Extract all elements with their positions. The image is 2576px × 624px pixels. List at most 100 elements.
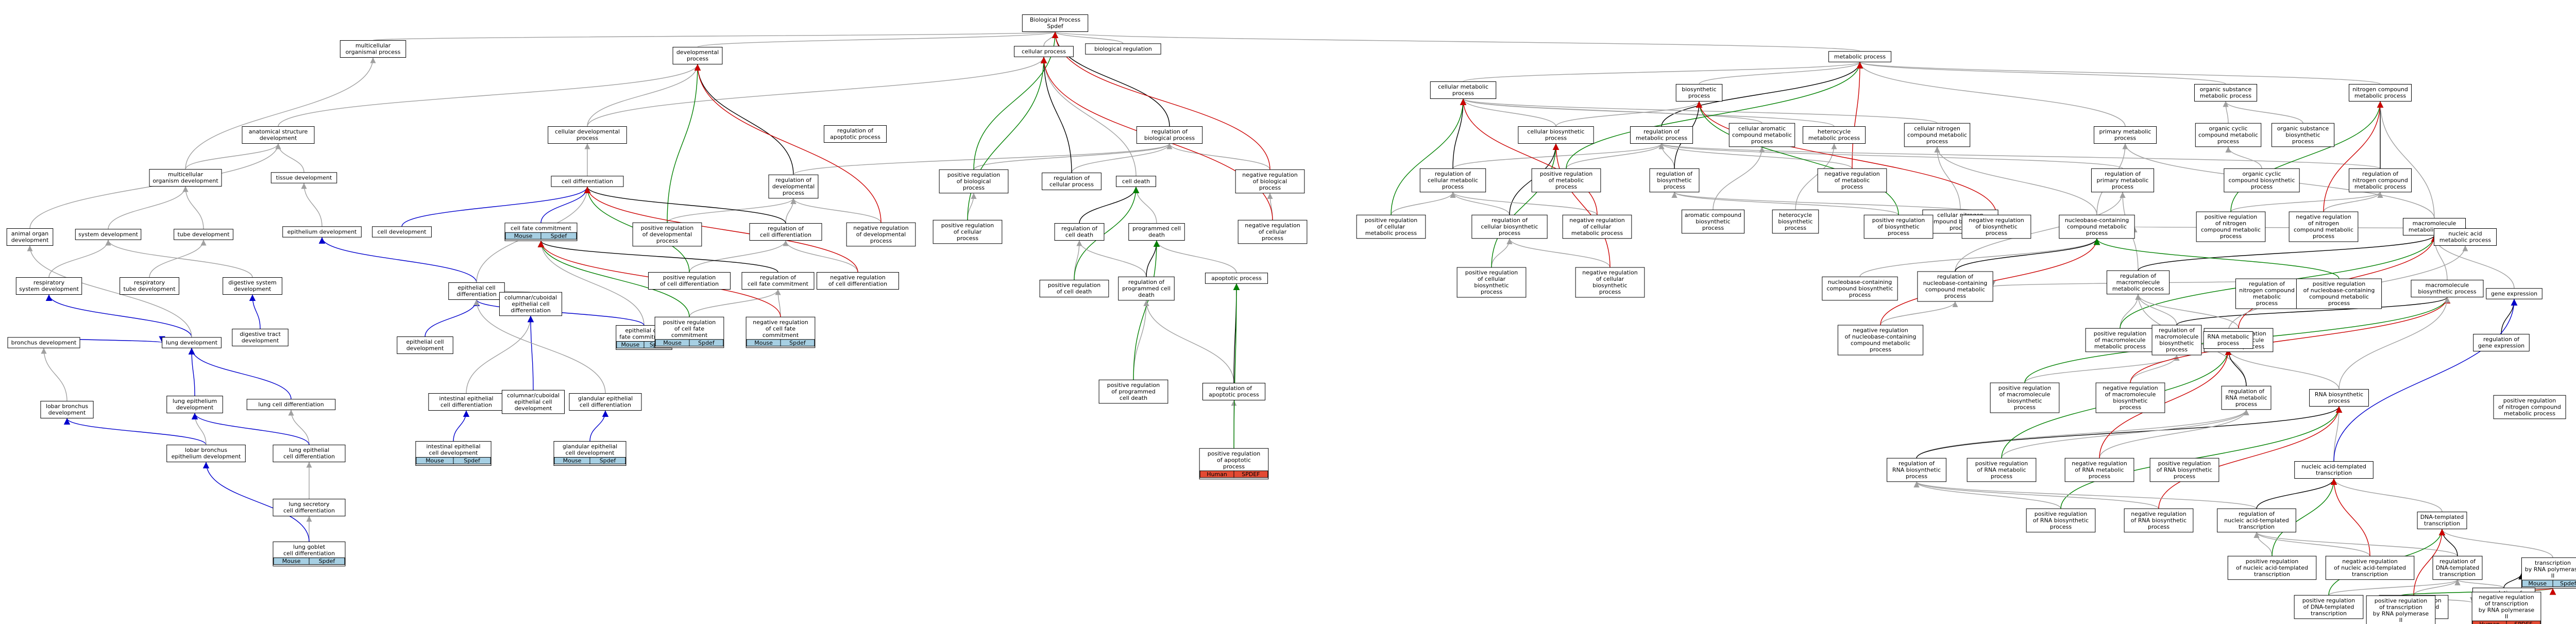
go-term-celldeath[interactable]: cell death xyxy=(1116,176,1156,187)
go-term-breg[interactable]: biological regulation xyxy=(1085,43,1161,55)
go-term-lungcdiff[interactable]: lung cell differentiation xyxy=(246,399,336,410)
go-term-regnbcm[interactable]: regulation ofnucleobase-containingcompou… xyxy=(1917,271,1993,302)
go-term-epidev[interactable]: epithelium development xyxy=(282,226,362,238)
go-term-apop[interactable]: apoptotic process xyxy=(1205,273,1268,284)
go-term-cellproc[interactable]: cellular process xyxy=(1014,46,1074,57)
go-term-celldiff[interactable]: cell differentiation xyxy=(551,176,624,187)
go-term-bronchus[interactable]: bronchus development xyxy=(7,337,80,348)
go-term-geneexp[interactable]: gene expression xyxy=(2486,288,2543,299)
go-term-tubedev[interactable]: tube development xyxy=(174,229,233,240)
go-term-metab[interactable]: metabolic process xyxy=(1828,51,1892,62)
